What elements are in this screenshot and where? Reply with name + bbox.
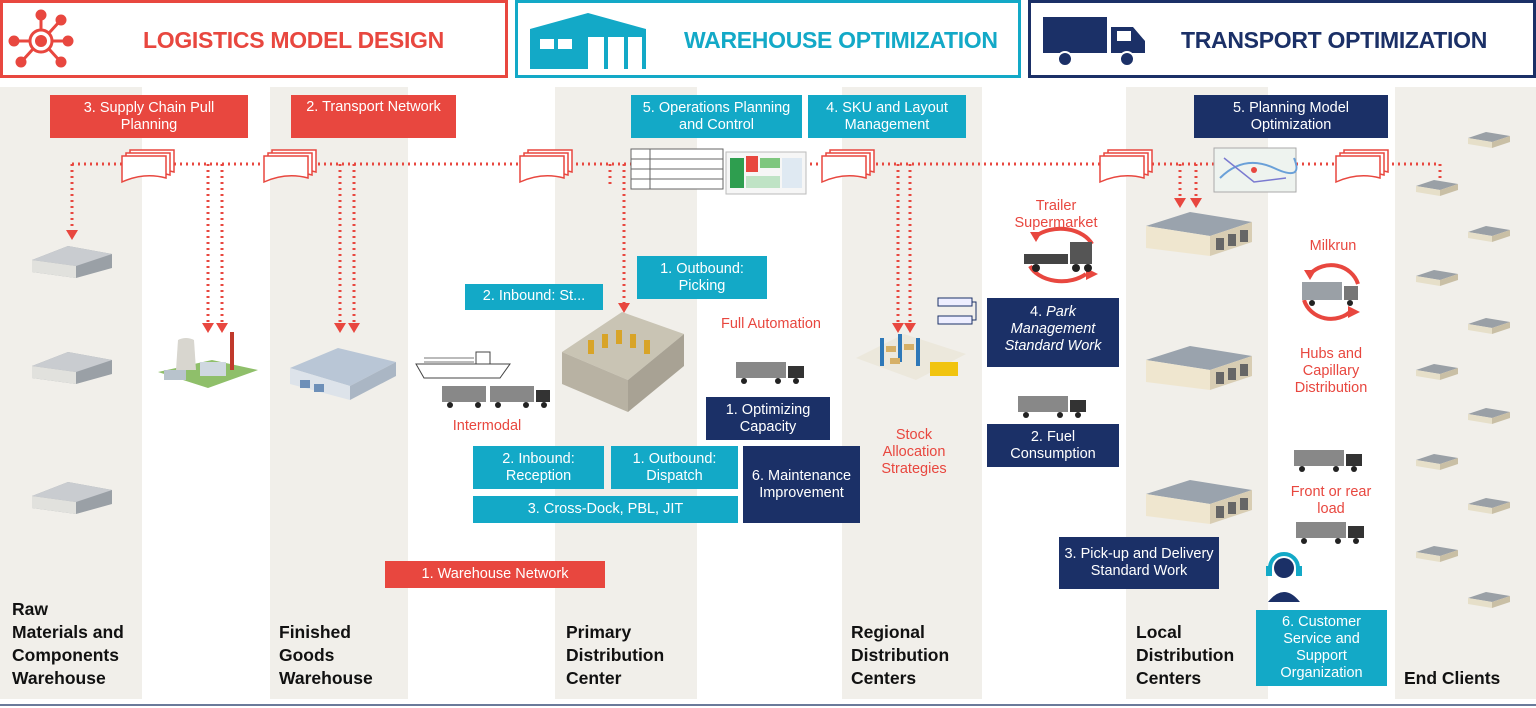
- warehouse-icon: [1416, 546, 1458, 562]
- warehouse-icon: [32, 246, 112, 278]
- warehouse-icon: [1468, 318, 1510, 334]
- box-outbound-dispatch: 1. Outbound: Dispatch: [611, 446, 738, 489]
- dashboard-icon: [725, 151, 807, 195]
- truck-icon: [1018, 396, 1086, 418]
- warehouse-icon: [32, 352, 112, 384]
- cycle-arrows-icon: [1302, 263, 1360, 321]
- box-inbound-storage: 2. Inbound: St...: [465, 284, 603, 310]
- warehouse-icon: [32, 482, 112, 514]
- box-customer-service: 6. Customer Service and Support Organiza…: [1256, 610, 1387, 686]
- label-stock-allocation: Stock Allocation Strategies: [881, 427, 947, 477]
- node-end-clients: End Clients: [1404, 668, 1501, 688]
- warehouse-icon: [1468, 498, 1510, 514]
- box-outbound-picking: 1. Outbound: Picking: [637, 256, 767, 299]
- label-intermodal: Intermodal: [452, 418, 522, 434]
- truck-icon: [1296, 522, 1364, 544]
- warehouse-icon: [1146, 346, 1252, 390]
- warehouse-icon: [1468, 132, 1510, 148]
- node-finished-goods: Finished Goods Warehouse: [279, 622, 373, 688]
- box-supply-chain-pull: 3. Supply Chain Pull Planning: [50, 95, 248, 138]
- warehouse-icon: [1468, 226, 1510, 242]
- factory-icon: [158, 332, 258, 388]
- distribution-center-icon: [562, 312, 684, 412]
- cycle-arrows-icon: [1024, 226, 1098, 284]
- document-stack-icon: [519, 149, 573, 184]
- document-stack-icon: [821, 149, 875, 184]
- warehouse-icon: [1146, 212, 1252, 256]
- label-full-automation: Full Automation: [721, 316, 821, 332]
- warehouse-icon: [290, 348, 396, 400]
- network-hub-icon: [8, 9, 74, 68]
- box-park-management: 4. Park Management Standard Work: [987, 298, 1119, 367]
- header-transport-title: TRANSPORT OPTIMIZATION: [1181, 27, 1488, 53]
- box-cross-dock: 3. Cross-Dock, PBL, JIT: [473, 496, 738, 523]
- warehouse-icon: [1146, 480, 1252, 524]
- map-icon: [1213, 147, 1298, 193]
- box-park-management-num: 4.: [1030, 304, 1043, 320]
- warehouse-icon: [1416, 364, 1458, 380]
- document-stack-icon: [1335, 149, 1389, 184]
- box-warehouse-network: 1. Warehouse Network: [385, 561, 605, 588]
- box-optimizing-capacity: 1. Optimizing Capacity: [706, 397, 830, 440]
- truck-icon: [1294, 450, 1362, 472]
- header-warehouse-title: WAREHOUSE OPTIMIZATION: [684, 27, 998, 53]
- label-milkrun: Milkrun: [1309, 238, 1357, 254]
- warehouse-icon: [1468, 408, 1510, 424]
- box-planning-model: 5. Planning Model Optimization: [1194, 95, 1388, 138]
- box-inbound-storage-label: 2. Inbound: St...: [482, 288, 586, 304]
- label-hubs-capillary: Hubs and Capillary Distribution: [1294, 346, 1368, 396]
- ship-icon: [415, 351, 511, 379]
- box-sku-layout: 4. SKU and Layout Management: [808, 95, 966, 138]
- box-inbound-reception: 2. Inbound: Reception: [473, 446, 604, 489]
- label-trailer-supermarket: Trailer Supermarket: [1014, 198, 1098, 231]
- warehouse-icon: [1468, 592, 1510, 608]
- box-transport-network: 2. Transport Network: [291, 95, 456, 138]
- header-transport: TRANSPORT OPTIMIZATION: [1028, 0, 1536, 78]
- box-operations-planning: 5. Operations Planning and Control: [631, 95, 802, 138]
- warehouse-icon: [1416, 180, 1458, 196]
- header-logistics-title: LOGISTICS MODEL DESIGN: [143, 27, 444, 53]
- column-regional-bg: [842, 87, 982, 699]
- warehouse-icon: [1416, 454, 1458, 470]
- bottom-rule: [0, 704, 1536, 706]
- headset-operator-icon: [1266, 552, 1302, 602]
- truck-icon: [736, 362, 804, 384]
- warehouse-racks-icon: [856, 334, 966, 380]
- header-logistics: LOGISTICS MODEL DESIGN: [0, 0, 508, 78]
- node-raw-materials: Raw Materials and Components Warehouse: [12, 599, 124, 688]
- box-park-management-label: Park Management Standard Work: [1004, 304, 1102, 354]
- node-regional-dc: Regional Distribution Centers: [851, 622, 950, 688]
- node-local-dc: Local Distribution Centers: [1136, 622, 1235, 688]
- box-maintenance-improvement: 6. Maintenance Improvement: [743, 446, 860, 523]
- box-fuel-consumption: 2. Fuel Consumption: [987, 424, 1119, 467]
- spreadsheet-icon: [630, 148, 724, 190]
- document-stack-icon: [1099, 149, 1153, 184]
- truck-icon: [442, 386, 550, 408]
- warehouse-building-icon: [530, 13, 646, 69]
- header-warehouse: WAREHOUSE OPTIMIZATION: [515, 0, 1021, 78]
- delivery-truck-icon: [1043, 17, 1145, 67]
- warehouse-icon: [1416, 270, 1458, 286]
- label-front-rear-load: Front or rear load: [1290, 484, 1372, 517]
- trailer-icon: [937, 297, 977, 325]
- document-stack-icon: [263, 149, 317, 184]
- box-pickup-delivery: 3. Pick-up and Delivery Standard Work: [1059, 537, 1219, 589]
- document-stack-icon: [121, 149, 175, 184]
- node-primary-dc: Primary Distribution Center: [566, 622, 665, 688]
